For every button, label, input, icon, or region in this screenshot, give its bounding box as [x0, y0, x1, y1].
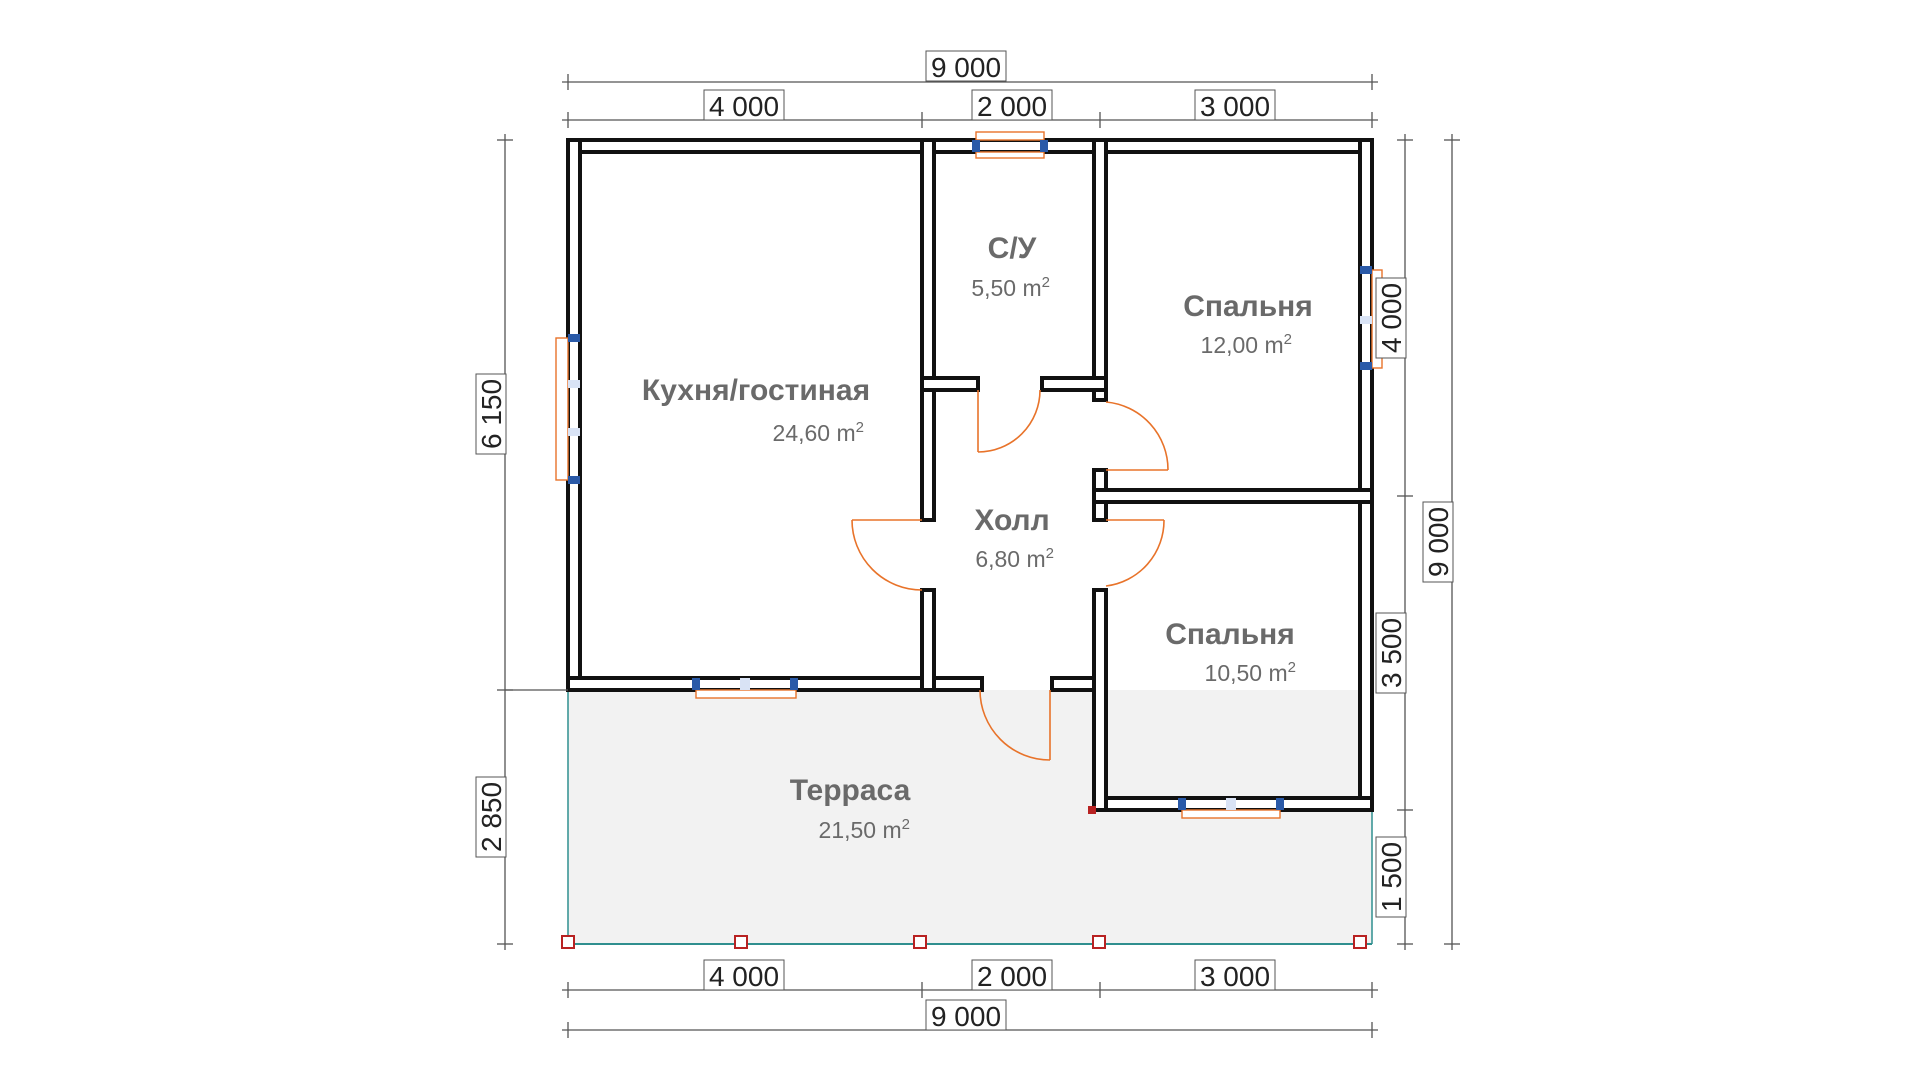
window-bedroom2 — [1178, 798, 1284, 819]
dim-top-total: 9 000 — [931, 52, 1001, 83]
dim-bottom-seg3: 3 000 — [1200, 961, 1270, 992]
door-entrance — [979, 689, 1051, 761]
post — [561, 935, 575, 949]
post — [1092, 935, 1106, 949]
dim-top-seg2: 2 000 — [977, 91, 1047, 122]
room-bedroom2-name: Спальня — [1165, 618, 1295, 651]
door-bedroom1 — [1105, 401, 1169, 471]
room-bedroom2-area: 10,50 m2 — [1205, 659, 1296, 686]
dim-top-seg1: 4 000 — [709, 91, 779, 122]
window-kitchen-left — [555, 334, 580, 484]
window-kitchen-bottom — [692, 678, 798, 699]
dim-right-seg2: 3 500 — [1376, 618, 1407, 688]
post — [1353, 935, 1367, 949]
dim-bottom-seg2: 2 000 — [977, 961, 1047, 992]
terrace-posts — [561, 806, 1367, 949]
dim-right-seg1: 4 000 — [1376, 283, 1407, 353]
dim-left-lower: 2 850 — [476, 782, 507, 852]
room-kitchen-area: 24,60 m2 — [773, 419, 864, 446]
room-bathroom-area: 5,50 m2 — [971, 274, 1050, 301]
room-labels: Кухня/гостиная 24,60 m2 С/У 5,50 m2 Спал… — [642, 232, 1313, 843]
dimension-labels: 9 000 4 000 2 000 3 000 4 000 2 000 3 00… — [475, 50, 1454, 1032]
post — [913, 935, 927, 949]
dim-right-total: 9 000 — [1423, 507, 1454, 577]
room-bedroom1-area: 12,00 m2 — [1201, 331, 1292, 358]
room-hall-name: Холл — [974, 504, 1049, 537]
window-bathroom — [972, 131, 1048, 159]
door-bedroom2 — [1105, 519, 1165, 587]
dim-left-upper: 6 150 — [476, 379, 507, 449]
dim-top-seg3: 3 000 — [1200, 91, 1270, 122]
walls — [566, 138, 1374, 812]
room-kitchen-name: Кухня/гостиная — [642, 374, 870, 407]
room-terrace-name: Терраса — [790, 774, 911, 807]
doors — [851, 389, 1169, 761]
post-corner — [1088, 806, 1096, 814]
dim-bottom-seg1: 4 000 — [709, 961, 779, 992]
dim-right-seg3: 1 500 — [1376, 842, 1407, 912]
room-bedroom1-name: Спальня — [1183, 290, 1313, 323]
post — [734, 935, 748, 949]
door-bathroom — [977, 389, 1041, 453]
door-kitchen — [851, 519, 923, 591]
room-terrace-area: 21,50 m2 — [819, 816, 910, 843]
room-bathroom-name: С/У — [988, 232, 1037, 265]
dim-bottom-total: 9 000 — [931, 1001, 1001, 1032]
room-hall-area: 6,80 m2 — [975, 545, 1054, 572]
